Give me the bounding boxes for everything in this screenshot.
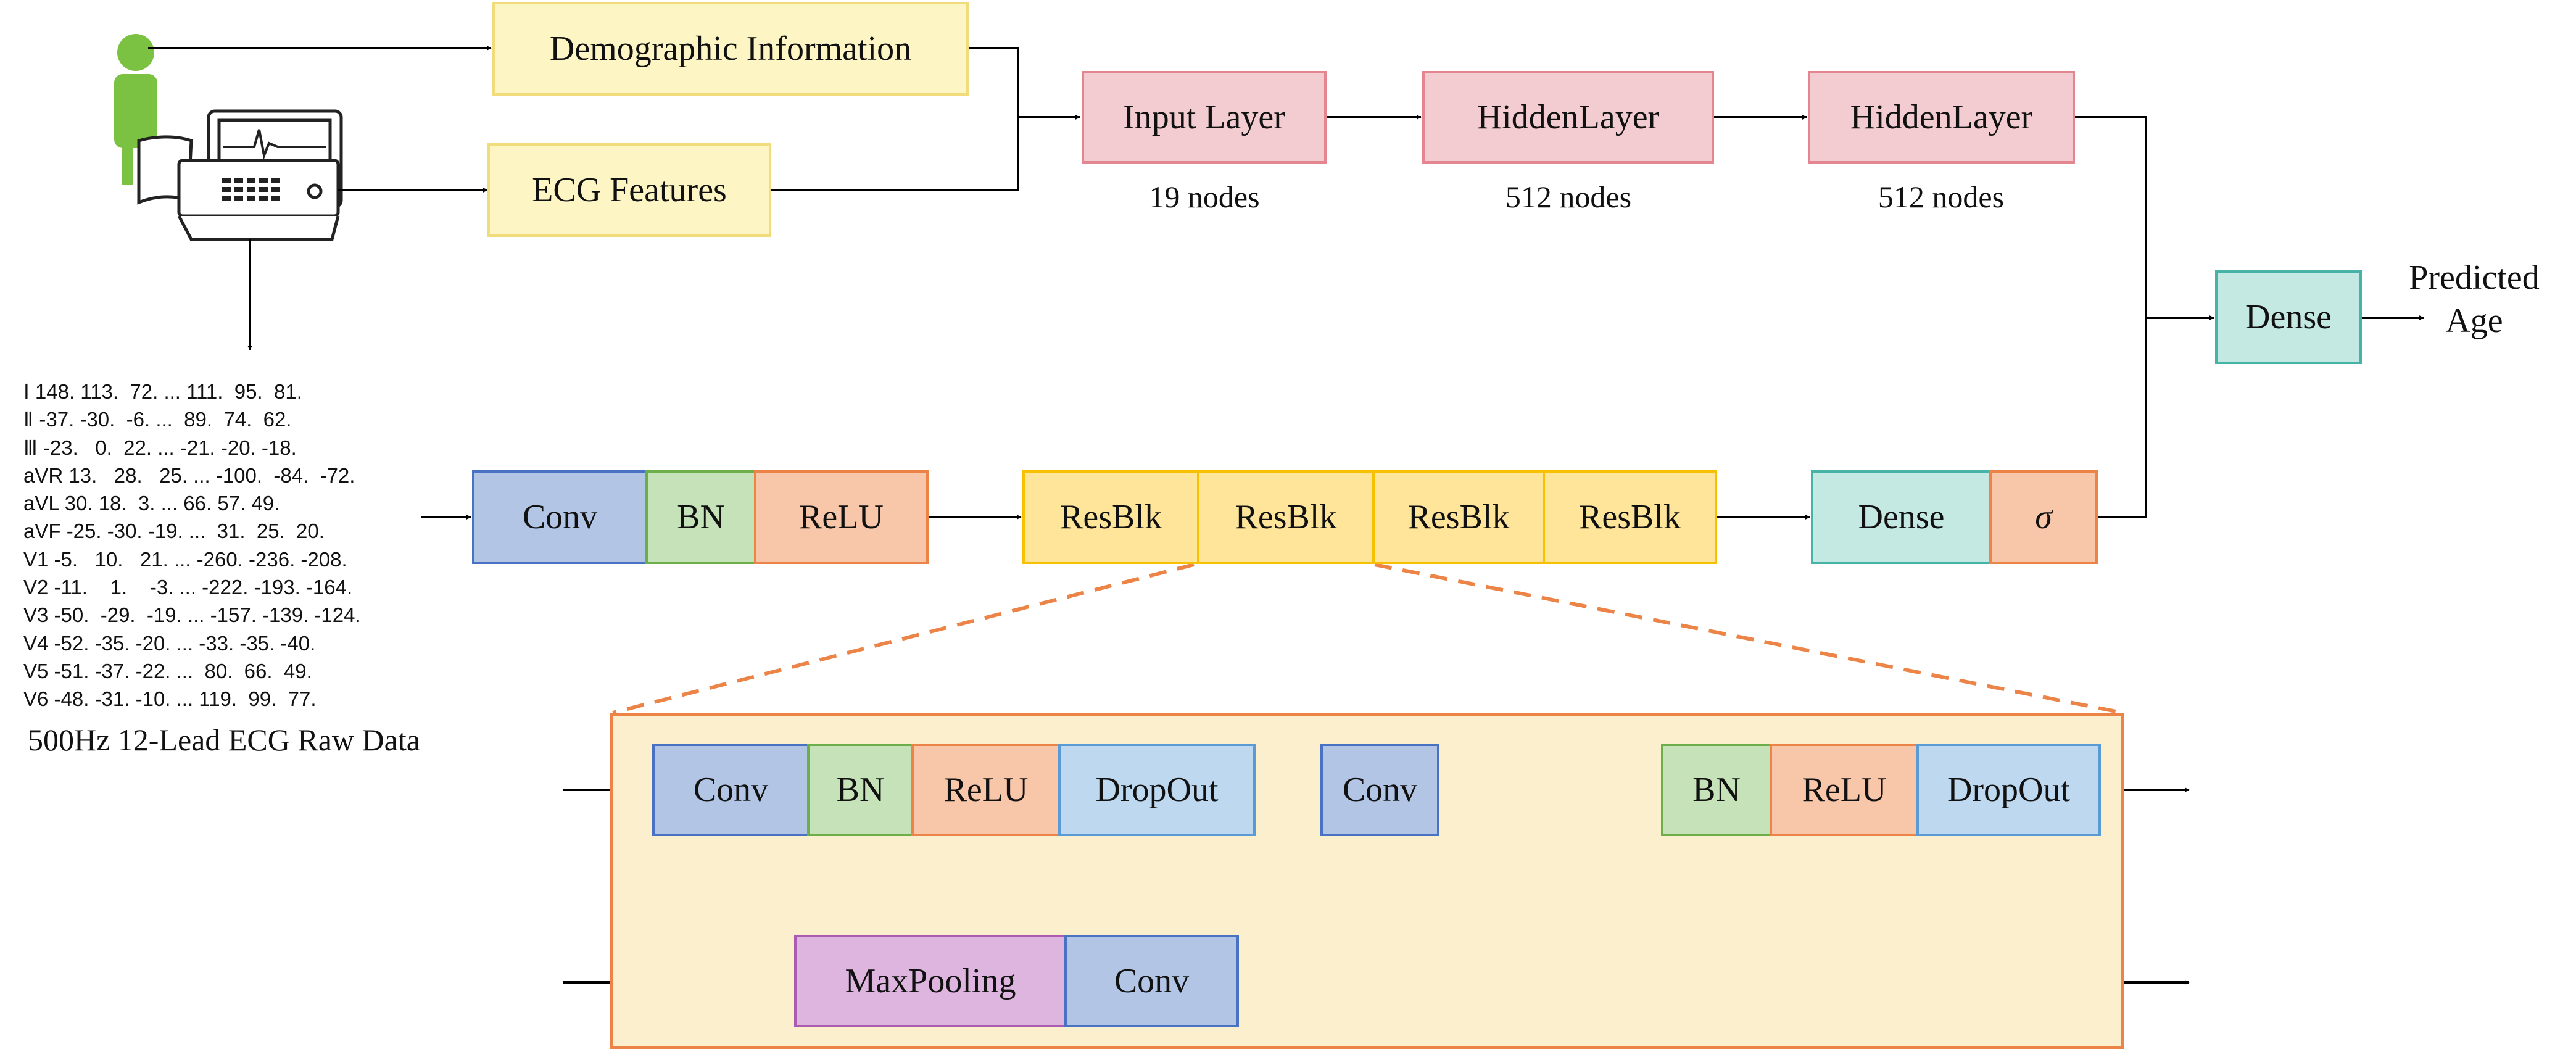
demographic-info-box: Demographic Information: [492, 2, 969, 96]
rb-conv-2: Conv: [1320, 744, 1439, 836]
cnn-bn-box: BN: [645, 470, 756, 564]
input-layer-box: Input Layer: [1082, 71, 1327, 164]
resblk-2: ResBlk: [1197, 470, 1375, 564]
ecg-features-box: ECG Features: [487, 143, 771, 237]
ecg-raw-data: Ⅰ 148. 113. 72. ... 111. 95. 81. Ⅱ -37. -…: [23, 378, 361, 713]
ecg-raw-row: Ⅱ -37. -30. -6. ... 89. 74. 62.: [23, 408, 292, 431]
rb-conv-3: Conv: [1064, 935, 1239, 1027]
hidden-layer-1-box: HiddenLayer: [1422, 71, 1714, 164]
rb-dropout-1: DropOut: [1058, 744, 1256, 836]
resblk-1: ResBlk: [1022, 470, 1199, 564]
ecg-raw-row: V6 -48. -31. -10. ... 119. 99. 77.: [23, 687, 317, 711]
sigmoid-box: σ: [1989, 470, 2098, 564]
resblk-3: ResBlk: [1372, 470, 1545, 564]
ecg-raw-row: V3 -50. -29. -19. ... -157. -139. -124.: [23, 603, 361, 627]
ecg-raw-row: Ⅲ -23. 0. 22. ... -21. -20. -18.: [23, 436, 297, 459]
rb-maxpooling: MaxPooling: [794, 935, 1067, 1027]
input-layer-nodes: 19 nodes: [1149, 180, 1260, 214]
rb-relu-2: ReLU: [1770, 744, 1919, 836]
predicted-age-label: Predicted Age: [2375, 256, 2573, 342]
rb-bn-2: BN: [1661, 744, 1772, 836]
hidden-layer-1-nodes: 512 nodes: [1505, 180, 1632, 214]
raw-data-caption: 500Hz 12-Lead ECG Raw Data: [28, 723, 420, 757]
hidden-layer-2-box: HiddenLayer: [1808, 71, 2075, 164]
predicted-label-line1: Predicted: [2409, 259, 2540, 297]
ecg-raw-row: aVR 13. 28. 25. ... -100. -84. -72.: [23, 463, 355, 487]
rb-dropout-2: DropOut: [1916, 744, 2101, 836]
ecg-machine-icon: [137, 109, 343, 241]
rb-bn-1: BN: [807, 744, 914, 836]
ecg-raw-row: V2 -11. 1. -3. ... -222. -193. -164.: [23, 576, 353, 599]
rb-relu-1: ReLU: [911, 744, 1061, 836]
hidden-layer-2-nodes: 512 nodes: [1878, 180, 2005, 214]
ecg-raw-row: V1 -5. 10. 21. ... -260. -236. -208.: [23, 547, 347, 571]
ecg-raw-row: aVL 30. 18. 3. ... 66. 57. 49.: [23, 492, 280, 515]
cnn-relu-box: ReLU: [754, 470, 929, 564]
cnn-conv-box: Conv: [472, 470, 648, 564]
resblk-4: ResBlk: [1543, 470, 1717, 564]
ecg-raw-row: V4 -52. -35. -20. ... -33. -35. -40.: [23, 631, 316, 655]
cnn-dense-box: Dense: [1811, 470, 1992, 564]
rb-conv-1: Conv: [652, 744, 810, 836]
ecg-raw-row: aVF -25. -30. -19. ... 31. 25. 20.: [23, 520, 325, 543]
ecg-raw-row: Ⅰ 148. 113. 72. ... 111. 95. 81.: [23, 380, 302, 403]
predicted-label-line2: Age: [2445, 302, 2503, 340]
ecg-raw-row: V5 -51. -37. -22. ... 80. 66. 49.: [23, 659, 312, 682]
final-dense-box: Dense: [2215, 270, 2362, 364]
